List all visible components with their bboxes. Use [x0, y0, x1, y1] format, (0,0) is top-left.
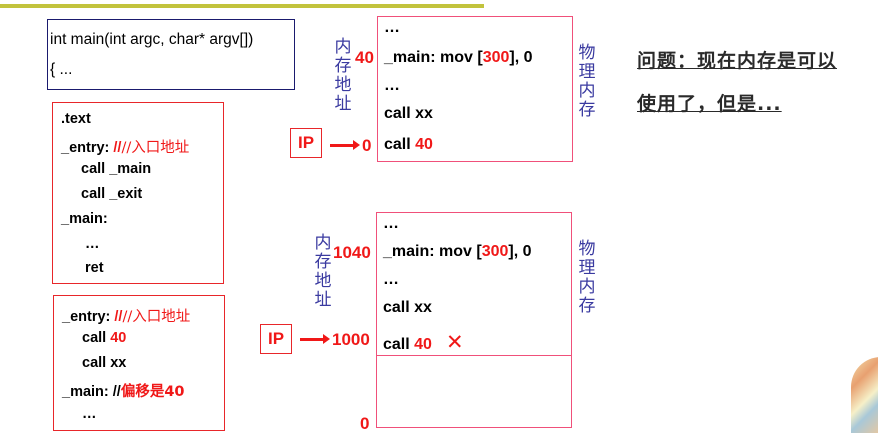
- label-char: 存: [578, 296, 596, 316]
- address-base: 0: [360, 414, 370, 433]
- address-ip: 1000: [332, 330, 370, 349]
- label-char: 存: [334, 56, 352, 76]
- label-char: 地: [334, 75, 352, 95]
- memory-address-label: 内 存 地 址: [333, 38, 353, 114]
- memory-line: call xx: [383, 299, 432, 316]
- question-line: 使用了，但是...: [637, 93, 782, 115]
- label-char: 址: [314, 290, 332, 310]
- asm-line: _main: //偏移是40: [62, 384, 185, 400]
- memory-line: _main: mov [300], 0: [383, 243, 532, 260]
- physical-memory-label: 物 理 内 存: [577, 240, 597, 316]
- call-target: 40: [414, 336, 432, 353]
- memory-line: call 40✕: [383, 331, 464, 354]
- asm-line: _entry: ////入口地址: [62, 305, 190, 326]
- label-char: 内: [334, 37, 352, 57]
- title-divider-bar: [0, 4, 484, 8]
- memory-line: …: [384, 19, 400, 36]
- memory-address-operand: 300: [482, 49, 510, 66]
- memory-address-label: 内 存 地 址: [313, 234, 333, 310]
- label-char: 内: [314, 233, 332, 253]
- asm-entry-label: _entry:: [62, 309, 115, 325]
- label-char: 物: [578, 239, 596, 259]
- source-line: { ...: [50, 61, 73, 78]
- error-cross-icon: ✕: [445, 331, 464, 354]
- asm-line: ret: [85, 260, 104, 276]
- asm-line: _entry: ////入口地址: [61, 136, 189, 157]
- ip-register-box: IP: [290, 128, 322, 158]
- label-char: 内: [578, 277, 596, 297]
- address-ip: 0: [362, 136, 372, 155]
- asm-entry-label: _entry:: [61, 140, 114, 156]
- memory-line: _main: mov [300], 0: [384, 49, 533, 66]
- asm-line: .text: [61, 111, 91, 127]
- asm-comment: ////入口地址: [114, 309, 191, 325]
- memory-line: …: [383, 215, 399, 232]
- memory-divider: [377, 355, 571, 356]
- course-logo-icon: [851, 357, 878, 433]
- asm-comment: ////入口地址: [113, 140, 190, 156]
- physical-memory-box: … _main: mov [300], 0 … call xx call 40: [377, 16, 573, 162]
- address-main: 1040: [333, 243, 371, 262]
- asm-line: call _main: [81, 161, 152, 177]
- memory-line: …: [384, 77, 400, 94]
- asm-listing-box: .text _entry: ////入口地址 call _main call _…: [52, 102, 224, 284]
- call-target: 40: [415, 136, 433, 153]
- label-char: 理: [578, 258, 596, 278]
- asm-line: …: [85, 236, 100, 252]
- memory-line: call xx: [384, 105, 433, 122]
- label-char: 物: [578, 43, 596, 63]
- label-char: 存: [314, 252, 332, 272]
- memory-line: call 40: [384, 136, 433, 153]
- address-main: 40: [355, 48, 374, 67]
- asm-line: …: [82, 406, 97, 422]
- ip-arrow-icon: [300, 334, 330, 344]
- asm-line: _main:: [61, 211, 108, 227]
- label-char: 内: [578, 81, 596, 101]
- source-line: int main(int argc, char* argv[]): [50, 31, 254, 48]
- asm-line: call 40: [82, 330, 127, 346]
- asm-call-target: 40: [110, 330, 127, 346]
- label-char: 址: [334, 94, 352, 114]
- asm-line: call xx: [82, 355, 127, 371]
- label-char: 存: [578, 100, 596, 120]
- ip-arrow-icon: [330, 140, 360, 150]
- memory-address-operand: 300: [481, 243, 509, 260]
- memory-line: …: [383, 271, 399, 288]
- ip-register-box: IP: [260, 324, 292, 354]
- label-char: 地: [314, 271, 332, 291]
- question-line: 问题：现在内存是可以: [637, 50, 838, 72]
- physical-memory-box: … _main: mov [300], 0 … call xx call 40✕: [376, 212, 572, 428]
- asm-comment: 偏移是40: [120, 384, 185, 400]
- physical-memory-label: 物 理 内 存: [577, 44, 597, 120]
- c-source-box: int main(int argc, char* argv[]) { ...: [47, 19, 295, 90]
- label-char: 理: [578, 62, 596, 82]
- asm-line: call _exit: [81, 186, 143, 202]
- asm-linked-box: _entry: ////入口地址 call 40 call xx _main: …: [53, 295, 225, 431]
